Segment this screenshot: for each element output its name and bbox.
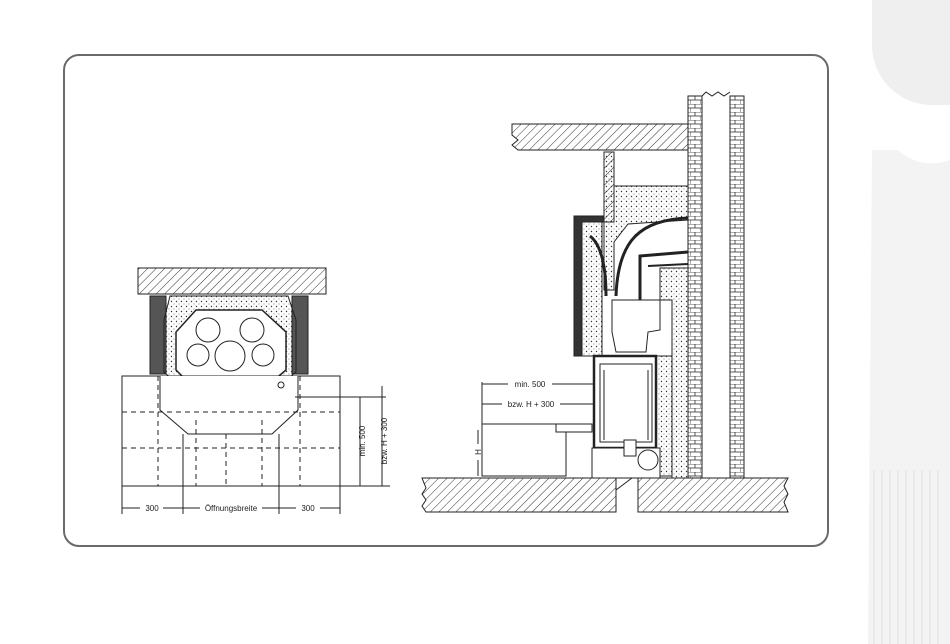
plan-dim-opening-width: Öffnungsbreite bbox=[205, 504, 258, 513]
plan-front-shape bbox=[160, 376, 298, 434]
plan-opening-1 bbox=[196, 318, 220, 342]
plan-view bbox=[122, 268, 390, 514]
floor-slab bbox=[422, 478, 616, 512]
plan-dim-min500: min. 500 bbox=[358, 425, 367, 456]
plan-dim-h300: bzw. H + 300 bbox=[380, 417, 389, 464]
plan-opening-2 bbox=[240, 318, 264, 342]
hearth-plate bbox=[482, 424, 566, 476]
plan-opening-3 bbox=[187, 344, 209, 366]
section-view bbox=[422, 92, 788, 512]
plan-wall bbox=[138, 268, 326, 294]
chimney-brick-left bbox=[688, 96, 702, 478]
ceiling-slab bbox=[512, 124, 688, 150]
section-dim-min500: min. 500 bbox=[515, 380, 546, 389]
plan-opening-4 bbox=[252, 344, 274, 366]
plan-opening-5 bbox=[215, 341, 245, 371]
chimney-brick-right bbox=[730, 96, 744, 478]
section-dim-h300: bzw. H + 300 bbox=[508, 400, 555, 409]
section-dim-h: H bbox=[474, 449, 483, 455]
plan-dim-300-left: 300 bbox=[145, 504, 159, 513]
plan-dim-300-right: 300 bbox=[301, 504, 315, 513]
